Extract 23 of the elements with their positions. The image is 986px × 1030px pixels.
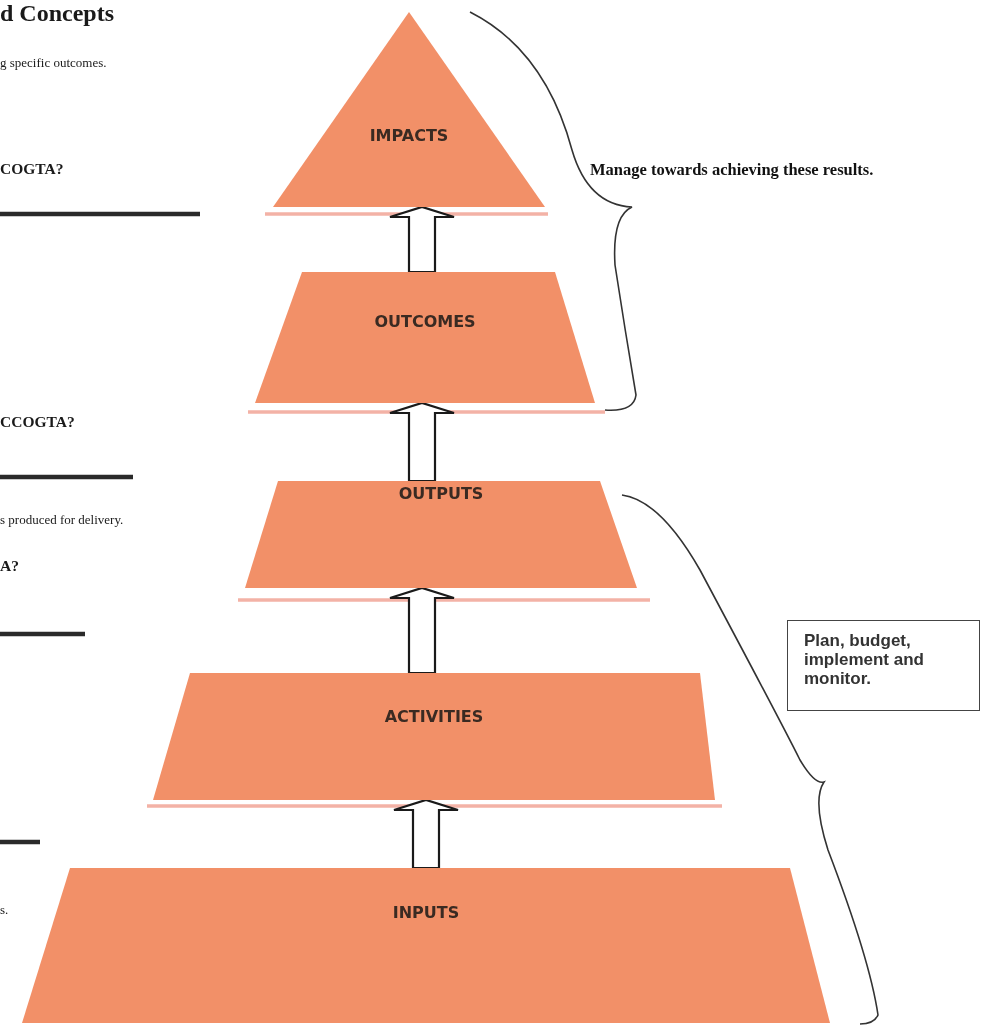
pyramid-level: [22, 868, 830, 1023]
level-label: OUTCOMES: [373, 312, 477, 331]
pyramid-level: [153, 673, 715, 800]
block-arrow: [388, 401, 456, 483]
pyramid-level: [255, 272, 595, 403]
level-label: INPUTS: [391, 903, 461, 922]
note-box: Plan, budget, implement and monitor.: [787, 620, 980, 711]
block-arrow: [388, 205, 456, 274]
body-text: s produced for delivery.: [0, 512, 124, 528]
level-label: IMPACTS: [368, 126, 450, 145]
page-title: d Concepts: [0, 0, 114, 26]
question-text: A?: [0, 557, 19, 575]
level-label: OUTPUTS: [397, 484, 485, 503]
pyramid-level: [245, 481, 637, 588]
question-text: CCOGTA?: [0, 413, 75, 431]
question-text: COGTA?: [0, 160, 64, 178]
level-label: ACTIVITIES: [383, 707, 485, 726]
pyramid-level: [273, 12, 545, 207]
note-text: Manage towards achieving these results.: [590, 160, 874, 180]
body-text: g specific outcomes.: [0, 55, 107, 71]
block-arrow: [388, 586, 456, 675]
block-arrow: [392, 798, 460, 870]
body-text: s.: [0, 902, 9, 918]
